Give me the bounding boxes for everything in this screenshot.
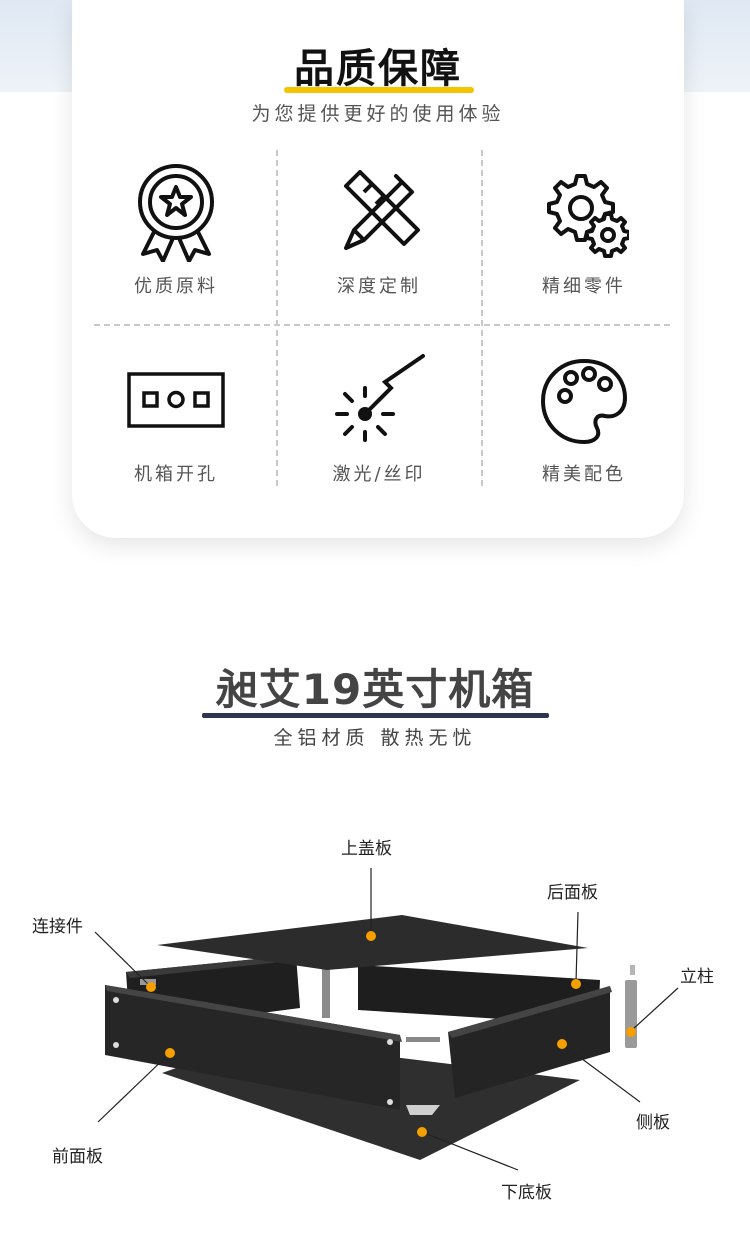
product-title: 昶艾19英寸机箱 bbox=[215, 665, 535, 714]
grid-divider-vertical-left bbox=[276, 150, 278, 486]
feature-fine-parts: 精细零件 bbox=[482, 162, 686, 298]
feature-label: 机箱开孔 bbox=[134, 464, 218, 485]
product-subtitle: 全铝材质 散热无忧 bbox=[273, 727, 477, 749]
award-ribbon-icon bbox=[138, 164, 214, 262]
feature-label: 精美配色 bbox=[542, 464, 626, 485]
label-bottom-panel: 下底板 bbox=[501, 1183, 552, 1203]
label-front-panel: 前面板 bbox=[52, 1147, 103, 1167]
front-panel-shape bbox=[105, 985, 400, 1110]
pillar-shape bbox=[625, 980, 637, 1048]
label-rear-panel: 后面板 bbox=[547, 883, 598, 903]
quality-title: 品质保障 bbox=[294, 46, 462, 92]
label-pillar: 立柱 bbox=[680, 967, 714, 987]
inner-pillar-shape bbox=[322, 960, 330, 1018]
feature-label: 精细零件 bbox=[542, 276, 626, 297]
chassis-illustration bbox=[94, 868, 679, 1171]
marker-pillar bbox=[626, 1027, 636, 1037]
feature-color-scheme: 精美配色 bbox=[482, 356, 686, 486]
product-title-underline bbox=[202, 713, 549, 718]
marker-front-panel bbox=[165, 1048, 175, 1058]
palette-icon bbox=[541, 359, 627, 444]
feature-deep-customization: 深度定制 bbox=[277, 162, 481, 298]
quality-subtitle: 为您提供更好的使用体验 bbox=[251, 103, 505, 125]
feature-label: 激光/丝印 bbox=[332, 464, 426, 485]
right-side-panel-shape bbox=[448, 986, 610, 1098]
chassis-exploded-diagram: 上盖板 后面板 连接件 立柱 前面板 侧板 下底板 bbox=[0, 820, 750, 1220]
grid-divider-vertical-right bbox=[481, 150, 483, 486]
quality-title-underline bbox=[284, 87, 474, 93]
panel-holes-icon bbox=[127, 372, 225, 428]
feature-laser-printing: 激光/丝印 bbox=[277, 350, 481, 486]
laser-icon bbox=[335, 354, 425, 442]
top-cover-shape bbox=[157, 915, 588, 970]
feature-label: 深度定制 bbox=[337, 276, 421, 297]
label-side-panel: 侧板 bbox=[636, 1113, 670, 1133]
marker-side-panel bbox=[557, 1039, 567, 1049]
connector-part-shape bbox=[406, 1037, 440, 1042]
label-top-cover: 上盖板 bbox=[341, 839, 392, 859]
pencil-ruler-icon bbox=[344, 170, 420, 250]
marker-bottom-panel bbox=[417, 1127, 427, 1137]
gears-icon bbox=[547, 174, 629, 258]
feature-chassis-holes: 机箱开孔 bbox=[74, 366, 278, 486]
label-connector: 连接件 bbox=[32, 917, 83, 937]
marker-top-cover bbox=[366, 931, 376, 941]
marker-rear-panel bbox=[571, 979, 581, 989]
marker-connector bbox=[146, 982, 156, 992]
quality-card: 品质保障 为您提供更好的使用体验 优质原料 bbox=[72, 0, 684, 538]
feature-quality-material: 优质原料 bbox=[74, 162, 278, 298]
feature-label: 优质原料 bbox=[134, 276, 218, 297]
grid-divider-horizontal bbox=[94, 324, 670, 326]
